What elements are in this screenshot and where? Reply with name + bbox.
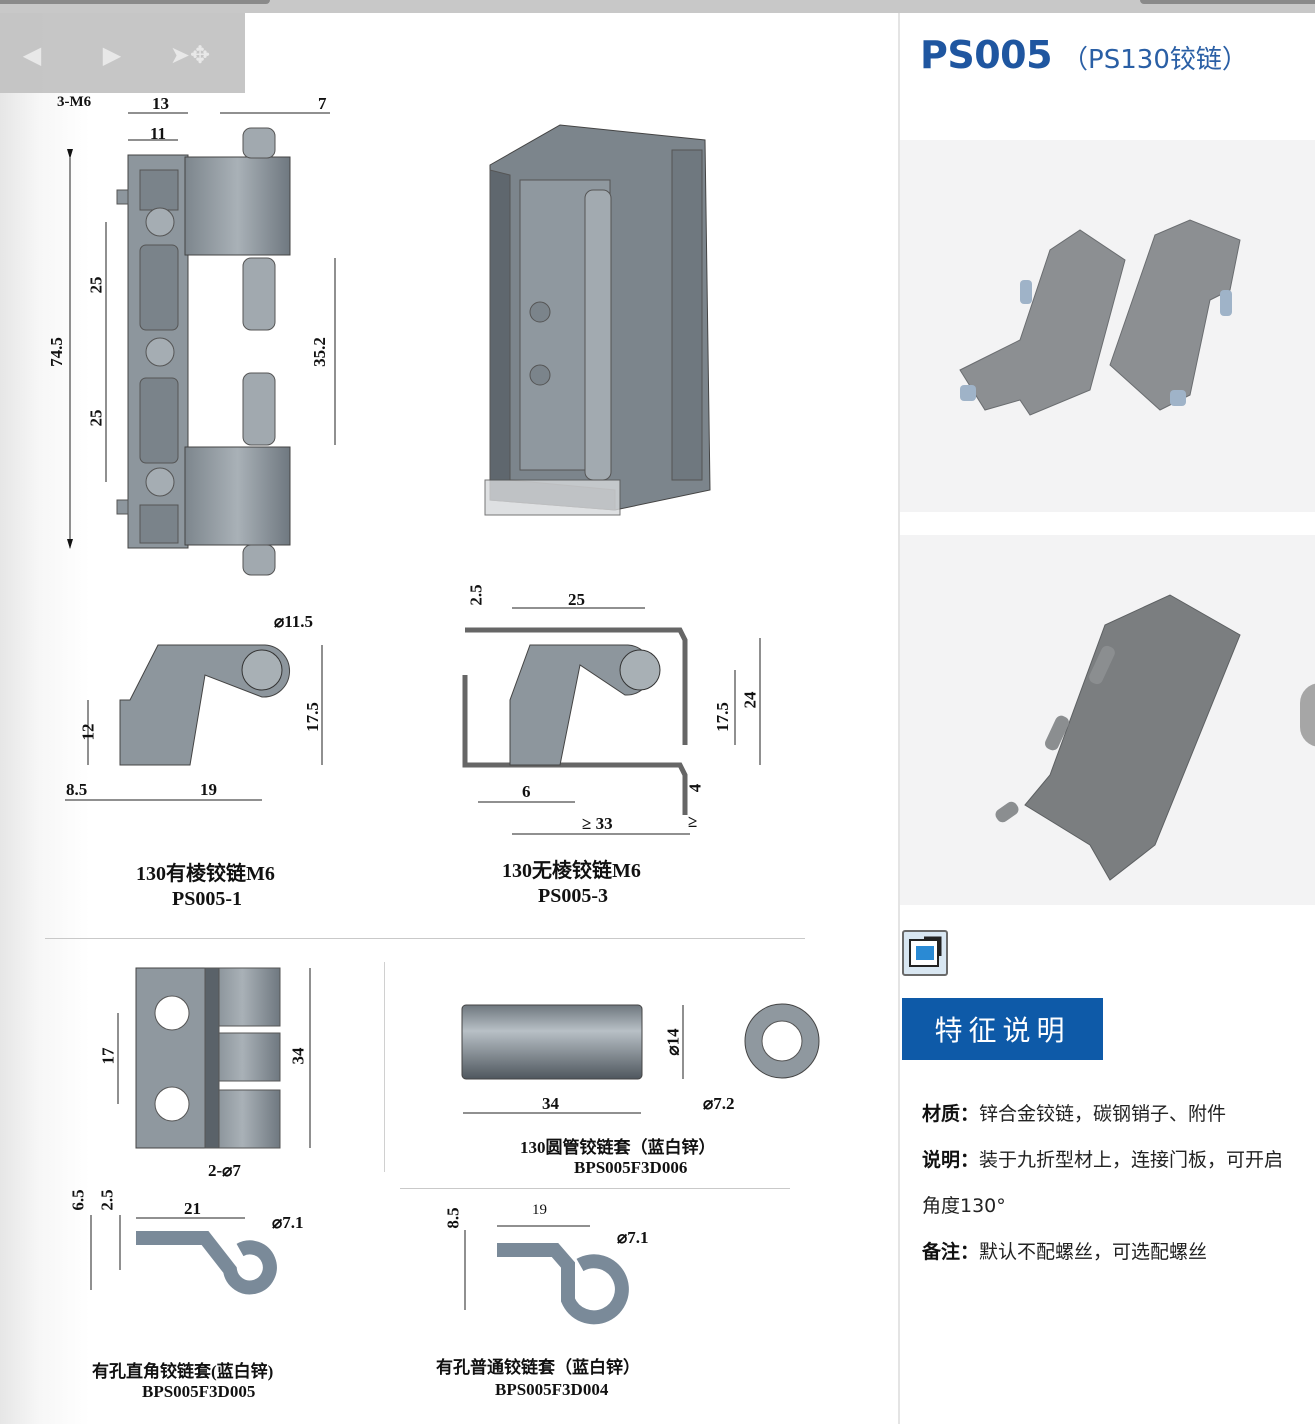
viewer-nav-toolbar: ◀ ▶ ➤✥: [0, 13, 245, 93]
dim-holes: 3-M6: [57, 94, 92, 110]
dim-25-c: 25: [568, 590, 585, 609]
dim-d7-1-b: ⌀7.1: [617, 1228, 649, 1247]
section-divider-vertical: [384, 962, 385, 1172]
dim-17-5-a: 17.5: [302, 702, 322, 732]
spec-key: 说明：: [922, 1149, 980, 1171]
spec-value: 锌合金铰链，碳钢销子、附件: [979, 1103, 1227, 1125]
product-code: PS005: [920, 33, 1053, 77]
dim-ge: ≥: [688, 812, 698, 831]
drawing-graphics: [65, 112, 820, 1325]
caption-ps005-3-name: 130无棱铰链M6: [502, 860, 641, 882]
caption-ps005-3-code: PS005-3: [538, 885, 608, 907]
back-button[interactable]: ◀: [12, 35, 52, 75]
dim-11: 11: [150, 124, 167, 143]
product-panel: PS005 （PS130铰链）: [900, 13, 1315, 1424]
dim-4: 4: [685, 783, 705, 793]
dim-2-5-b: 2.5: [97, 1189, 117, 1211]
dim-17-5-b: 17.5: [712, 702, 732, 732]
pointer-move-icon: ➤✥: [169, 41, 211, 69]
section-divider-horizontal: [45, 938, 805, 939]
dim-2-holes: 2-⌀7: [208, 1161, 241, 1180]
dim-6-5: 6.5: [68, 1189, 88, 1211]
dim-13: 13: [152, 94, 169, 113]
forward-button[interactable]: ▶: [92, 35, 132, 75]
dim-25-top: 25: [86, 276, 106, 294]
dim-25-bottom: 25: [86, 409, 106, 427]
dim-34-height: 34: [288, 1047, 308, 1065]
dim-6: 6: [522, 782, 531, 801]
browser-top-strip: [0, 0, 1315, 13]
caption-ps005-1-name: 130有棱铰链M6: [136, 863, 275, 885]
spec-angle: 角度130°: [922, 1191, 1006, 1218]
spec-key: 备注：: [922, 1241, 980, 1263]
panel-divider: [898, 13, 900, 1424]
dim-33: ≥ 33: [582, 814, 613, 833]
dim-d14: ⌀14: [663, 1028, 683, 1056]
product-subtitle: （PS130铰链）: [1062, 45, 1248, 75]
dim-8-5: 8.5: [66, 780, 88, 799]
spec-material: 材质：锌合金铰链，碳钢销子、附件: [922, 1099, 1226, 1126]
section-divider-horizontal-2: [400, 1188, 790, 1189]
caption-right-angle-name: 有孔直角铰链套(蓝白锌): [92, 1362, 274, 1381]
arrow-right-icon: ▶: [102, 41, 122, 69]
product-photo-single[interactable]: [900, 535, 1315, 905]
feature-description-button[interactable]: 特征说明: [902, 998, 1103, 1060]
dim-8-5-b: 8.5: [443, 1207, 463, 1229]
pointer-mode-button[interactable]: ➤✥: [165, 35, 215, 75]
tab-edge-right: [1140, 0, 1315, 4]
product-title: PS005 （PS130铰链）: [920, 33, 1248, 77]
caption-tube-code: BPS005F3D006: [574, 1158, 688, 1177]
arrow-left-icon: ◀: [22, 41, 42, 69]
caption-normal-name: 有孔普通铰链套（蓝白锌）: [436, 1358, 640, 1377]
dim-74-5: 74.5: [46, 337, 66, 367]
dim-17-pitch: 17: [98, 1047, 118, 1065]
hinge-single-image: [995, 594, 1241, 881]
spec-value: 默认不配螺丝，可选配螺丝: [979, 1241, 1208, 1263]
dim-d7-1-a: ⌀7.1: [272, 1213, 304, 1232]
spec-remarks: 备注：默认不配螺丝，可选配螺丝: [922, 1237, 1207, 1264]
caption-ps005-1-code: PS005-1: [172, 888, 242, 910]
caption-right-angle-code: BPS005F3D005: [142, 1382, 256, 1401]
carousel-next-button[interactable]: [1300, 683, 1315, 747]
dim-7: 7: [318, 94, 327, 113]
image-thumbnail-icon[interactable]: [902, 930, 948, 976]
dim-d7-2: ⌀7.2: [703, 1094, 735, 1113]
dim-19-b: 19: [532, 1202, 547, 1218]
product-photo-pair[interactable]: [900, 140, 1315, 512]
dim-2-5: 2.5: [466, 584, 486, 606]
spec-description: 说明：装于九折型材上，连接门板，可开启: [922, 1145, 1283, 1172]
caption-normal-code: BPS005F3D004: [495, 1380, 609, 1399]
spec-value: 角度130°: [922, 1195, 1006, 1217]
caption-tube-name: 130圆管铰链套（蓝白锌）: [520, 1138, 716, 1157]
spec-key: 材质：: [922, 1103, 980, 1125]
picture-icon: [909, 936, 942, 967]
dim-24: 24: [740, 691, 760, 709]
dim-19-a: 19: [200, 780, 217, 799]
dim-bore-11-5: ⌀11.5: [274, 612, 314, 631]
dim-35-2: 35.2: [309, 337, 329, 367]
spec-value: 装于九折型材上，连接门板，可开启: [979, 1149, 1284, 1171]
hinge-pair-image: [959, 219, 1241, 416]
dim-12: 12: [78, 723, 98, 741]
tab-edge-left: [0, 0, 270, 4]
dim-21: 21: [184, 1199, 201, 1218]
dim-34-length: 34: [542, 1094, 559, 1113]
